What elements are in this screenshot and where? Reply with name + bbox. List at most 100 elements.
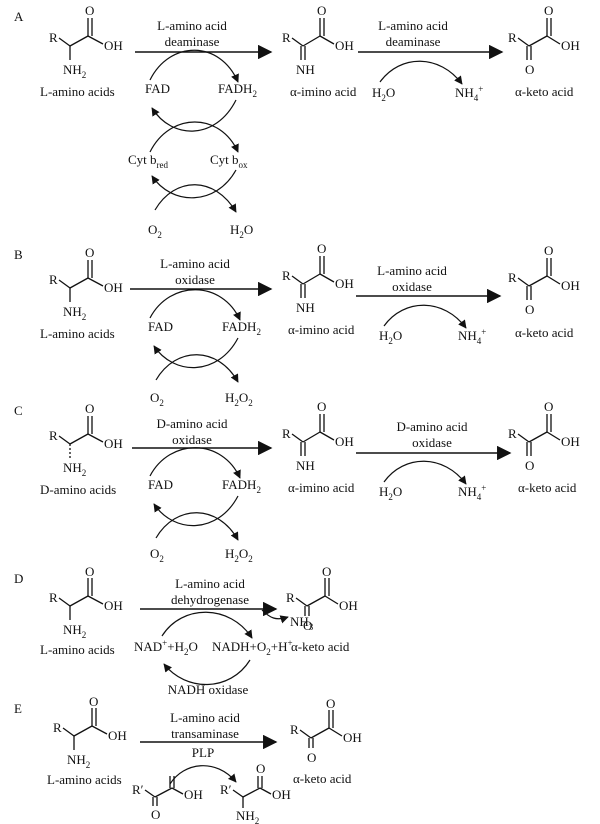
enzyme2-name-line2: deaminase bbox=[386, 34, 441, 49]
cyt-ox-label: Cyt box bbox=[210, 152, 248, 170]
carbonyl-o-label: O bbox=[85, 245, 94, 260]
cofactor-out-label: FADH2 bbox=[222, 477, 261, 495]
r-group-label: R bbox=[290, 722, 299, 737]
oxygen-label: O2 bbox=[150, 390, 164, 408]
enzyme-name-line1: L-amino acid bbox=[170, 710, 240, 725]
amine-label: NH2 bbox=[63, 622, 86, 640]
amino-acid-structure: R O OH NH2 bbox=[49, 245, 123, 322]
carbonyl-o-label: O bbox=[544, 243, 553, 258]
hydroxyl-label: OH bbox=[272, 787, 291, 802]
ammonium-label: NH4+ bbox=[455, 84, 483, 103]
amino-acid-structure: R O OH NH2 bbox=[53, 694, 127, 770]
peroxide-label: H2O2 bbox=[225, 390, 253, 408]
imino-acid-structure: R O OH NH bbox=[282, 241, 354, 315]
r-group-label: R bbox=[286, 590, 295, 605]
amino-acid-structure: R O OH NH2 bbox=[49, 564, 123, 640]
panel-b: B R O OH NH2 L-amino acids L-amino acid … bbox=[14, 241, 580, 408]
amino-acid-structure: R O OH NH2 bbox=[49, 3, 123, 80]
keto-o-label: O bbox=[151, 807, 160, 822]
carbonyl-o-label: O bbox=[256, 761, 265, 776]
carbonyl-o-label: O bbox=[85, 401, 94, 416]
oxygen-label: O2 bbox=[150, 546, 164, 564]
enzyme-name-line2: deaminase bbox=[165, 34, 220, 49]
carbonyl-o-label: O bbox=[85, 3, 94, 18]
hydroxyl-label: OH bbox=[339, 598, 358, 613]
ammonium-label: NH4+ bbox=[458, 327, 486, 346]
hydroxyl-label: OH bbox=[335, 434, 354, 449]
r-prime-label: R′ bbox=[132, 782, 144, 797]
imine-label: NH bbox=[296, 300, 315, 315]
product-label: α-keto acid bbox=[515, 325, 574, 340]
hydroxyl-label: OH bbox=[104, 280, 123, 295]
enzyme-name-line1: L-amino acid bbox=[175, 576, 245, 591]
substrate-label: L-amino acids bbox=[40, 326, 115, 341]
nadh-out-label: NADH+O2+H+ bbox=[212, 638, 293, 657]
enzyme-name-line1: L-amino acid bbox=[157, 18, 227, 33]
r-group-label: R bbox=[49, 272, 58, 287]
enzyme2-name-line2: oxidase bbox=[412, 435, 452, 450]
water-label: H2O bbox=[379, 328, 402, 346]
keto-acid-structure: R O OH O bbox=[508, 3, 580, 77]
cofactor-in-label: FAD bbox=[145, 81, 170, 96]
enzyme2-name-line1: D-amino acid bbox=[396, 419, 468, 434]
substrate-label: D-amino acids bbox=[40, 482, 116, 497]
product-label: α-keto acid bbox=[515, 84, 574, 99]
cofactor-in-label: FAD bbox=[148, 477, 173, 492]
r-group-label: R bbox=[282, 30, 291, 45]
carbonyl-o-label: O bbox=[322, 564, 331, 579]
panel-letter: E bbox=[14, 701, 22, 716]
enzyme-name-line2: oxidase bbox=[172, 432, 212, 447]
keto-acid-donor-structure: R′ O OH bbox=[132, 776, 203, 822]
panel-letter: D bbox=[14, 571, 23, 586]
r-group-label: R bbox=[49, 590, 58, 605]
keto-o-label: O bbox=[525, 302, 534, 317]
substrate-label: L-amino acids bbox=[40, 642, 115, 657]
hydroxyl-label: OH bbox=[335, 276, 354, 291]
panel-d: D R O OH NH2 L-amino acids L-amino acid … bbox=[14, 564, 358, 697]
amine-label: NH2 bbox=[63, 460, 86, 478]
amine-label: NH2 bbox=[63, 304, 86, 322]
panel-c: C R O OH NH2 D-amino acids D-amino acid … bbox=[14, 399, 580, 564]
hydroxyl-label: OH bbox=[104, 436, 123, 451]
amine-label: NH2 bbox=[67, 752, 90, 770]
cofactor-out-label: FADH2 bbox=[222, 319, 261, 337]
r-group-label: R bbox=[282, 268, 291, 283]
keto-acid-structure: R O OH O bbox=[508, 243, 580, 317]
enzyme-name-line2: oxidase bbox=[175, 272, 215, 287]
panel-letter: B bbox=[14, 247, 23, 262]
imino-acid-structure: R O OH NH bbox=[282, 3, 354, 77]
r-group-label: R bbox=[49, 428, 58, 443]
plp-label: PLP bbox=[192, 745, 214, 760]
imine-label: NH bbox=[296, 62, 315, 77]
water-out-label: H2O bbox=[230, 222, 253, 240]
ammonium-label: NH4+ bbox=[458, 483, 486, 502]
carbonyl-o-label: O bbox=[544, 3, 553, 18]
hydroxyl-label: OH bbox=[104, 38, 123, 53]
hydroxyl-label: OH bbox=[561, 434, 580, 449]
amino-acid-structure: R O OH NH2 bbox=[49, 401, 123, 478]
nadh-oxidase-label: NADH oxidase bbox=[168, 682, 249, 697]
r-group-label: R bbox=[508, 270, 517, 285]
keto-acid-structure: R O OH O bbox=[508, 399, 580, 473]
carbonyl-o-label: O bbox=[317, 3, 326, 18]
carbonyl-o-label: O bbox=[544, 399, 553, 414]
oxygen-label: O2 bbox=[148, 222, 162, 240]
hydroxyl-label: OH bbox=[184, 787, 203, 802]
intermediate-label: α-imino acid bbox=[290, 84, 357, 99]
amine-label: NH2 bbox=[63, 62, 86, 80]
intermediate-label: α-imino acid bbox=[288, 322, 355, 337]
r-group-label: R bbox=[508, 30, 517, 45]
water-label: H2O bbox=[379, 484, 402, 502]
keto-o-label: O bbox=[307, 750, 316, 765]
keto-acid-structure: R O OH O bbox=[290, 696, 362, 765]
carbonyl-o-label: O bbox=[326, 696, 335, 711]
carbonyl-o-label: O bbox=[89, 694, 98, 709]
carbonyl-o-label: O bbox=[317, 241, 326, 256]
hydroxyl-label: OH bbox=[104, 598, 123, 613]
cofactor-in-label: FAD bbox=[148, 319, 173, 334]
product-label: α-keto acid bbox=[518, 480, 577, 495]
r-group-label: R bbox=[49, 30, 58, 45]
enzyme-name-line1: D-amino acid bbox=[156, 416, 228, 431]
amino-acid-product-structure: R′ O OH NH2 bbox=[220, 761, 291, 824]
product-label: α-keto acid bbox=[291, 639, 350, 654]
